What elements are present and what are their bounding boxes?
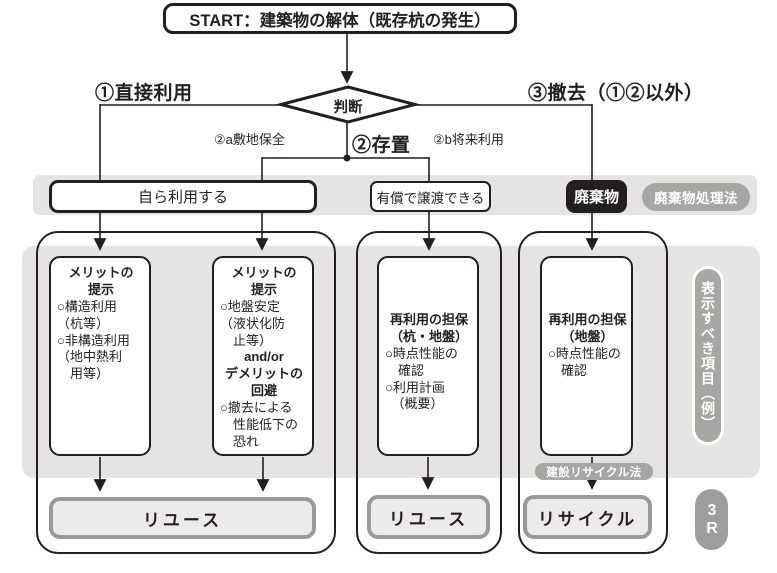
reuse-middle-label: リユース [388, 509, 469, 529]
paid-transfer-node: 有償で譲渡できる [370, 181, 491, 212]
guarantee-pile-ground-box: 再利用の担保 （杭・地盤） ○時点性能の 確認 ○利用計画 （概要） [377, 256, 479, 456]
junction-dot [343, 154, 351, 162]
preserve-group [356, 231, 502, 554]
merit-ground-body: ○地盤安定 （液状化防 止等） [220, 298, 286, 348]
branch-preserve-future-label: ②b将来利用 [433, 132, 504, 147]
guarantee-pile-ground-body: ○時点性能の 確認 ○利用計画 （概要） [385, 345, 458, 412]
reuse-output-left: リユース [49, 497, 316, 539]
waste-node: 廃棄物 [566, 180, 627, 213]
demerit-heading: デメリットの 回避 [224, 366, 303, 399]
merit-structural-box: メリットの 提示 ○構造利用 （杭等） ○非構造利用 （地中熱利 用等） [49, 256, 151, 456]
paid-transfer-label: 有償で譲渡できる [376, 190, 485, 206]
guarantee-ground-heading: 再利用の担保 （地盤） [548, 312, 627, 344]
removal-group [518, 231, 668, 554]
start-label: START：建築物の解体（既存杭の発生） [189, 11, 491, 30]
merit-ground-box: メリットの 提示 ○地盤安定 （液状化防 止等） and/or デメリットの 回… [212, 256, 314, 456]
waste-label: 廃棄物 [573, 189, 619, 206]
merit-structural-heading: メリットの 提示 [68, 265, 134, 297]
display-items-label: 表示すべき項目（例） [700, 280, 716, 431]
merit-ground-heading: メリットの 提示 [231, 265, 297, 297]
reuse-left-label: リユース [142, 510, 223, 530]
and-or-connector: and/or [244, 349, 284, 365]
decision-diamond [275, 85, 421, 124]
waste-disposal-law-badge: 廃棄物処理法 [642, 183, 750, 211]
demerit-body: ○撤去による 性能低下の 恐れ [220, 400, 299, 449]
self-use-node: 自ら利用する [49, 180, 317, 213]
guarantee-pile-ground-heading: 再利用の担保 （杭・地盤） [389, 312, 468, 344]
display-items-pill: 表示すべき項目（例） [692, 266, 724, 445]
start-node: START：建築物の解体（既存杭の発生） [163, 3, 517, 34]
guarantee-ground-box: 再利用の担保 （地盤） ○時点性能の 確認 [540, 256, 633, 456]
decision-label: 判断 [333, 100, 363, 116]
waste-disposal-law-label: 廃棄物処理法 [654, 191, 738, 206]
three-r-label: 3R [703, 501, 721, 538]
merit-structural-body: ○構造利用 （杭等） ○非構造利用 （地中熱利 用等） [57, 298, 130, 382]
guarantee-ground-body: ○時点性能の 確認 [548, 345, 621, 378]
reuse-output-middle: リユース [367, 495, 490, 539]
self-use-label: 自ら利用する [137, 189, 228, 206]
direct-use-group [36, 231, 336, 554]
branch-direct-use-label: ①直接利用 [95, 83, 193, 104]
three-r-pill: 3R [695, 489, 728, 550]
recycle-label: リサイクル [537, 509, 638, 529]
recycle-output: リサイクル [523, 495, 652, 539]
construction-recycle-law-label: 建設リサイクル法 [546, 466, 642, 479]
branch-preserve-label: ②存置 [352, 135, 411, 156]
branch-preserve-site-label: ②a敷地保全 [214, 132, 285, 147]
construction-recycle-law-badge: 建設リサイクル法 [535, 463, 653, 480]
branch-removal-label: ③撤去（①②以外） [528, 83, 704, 104]
